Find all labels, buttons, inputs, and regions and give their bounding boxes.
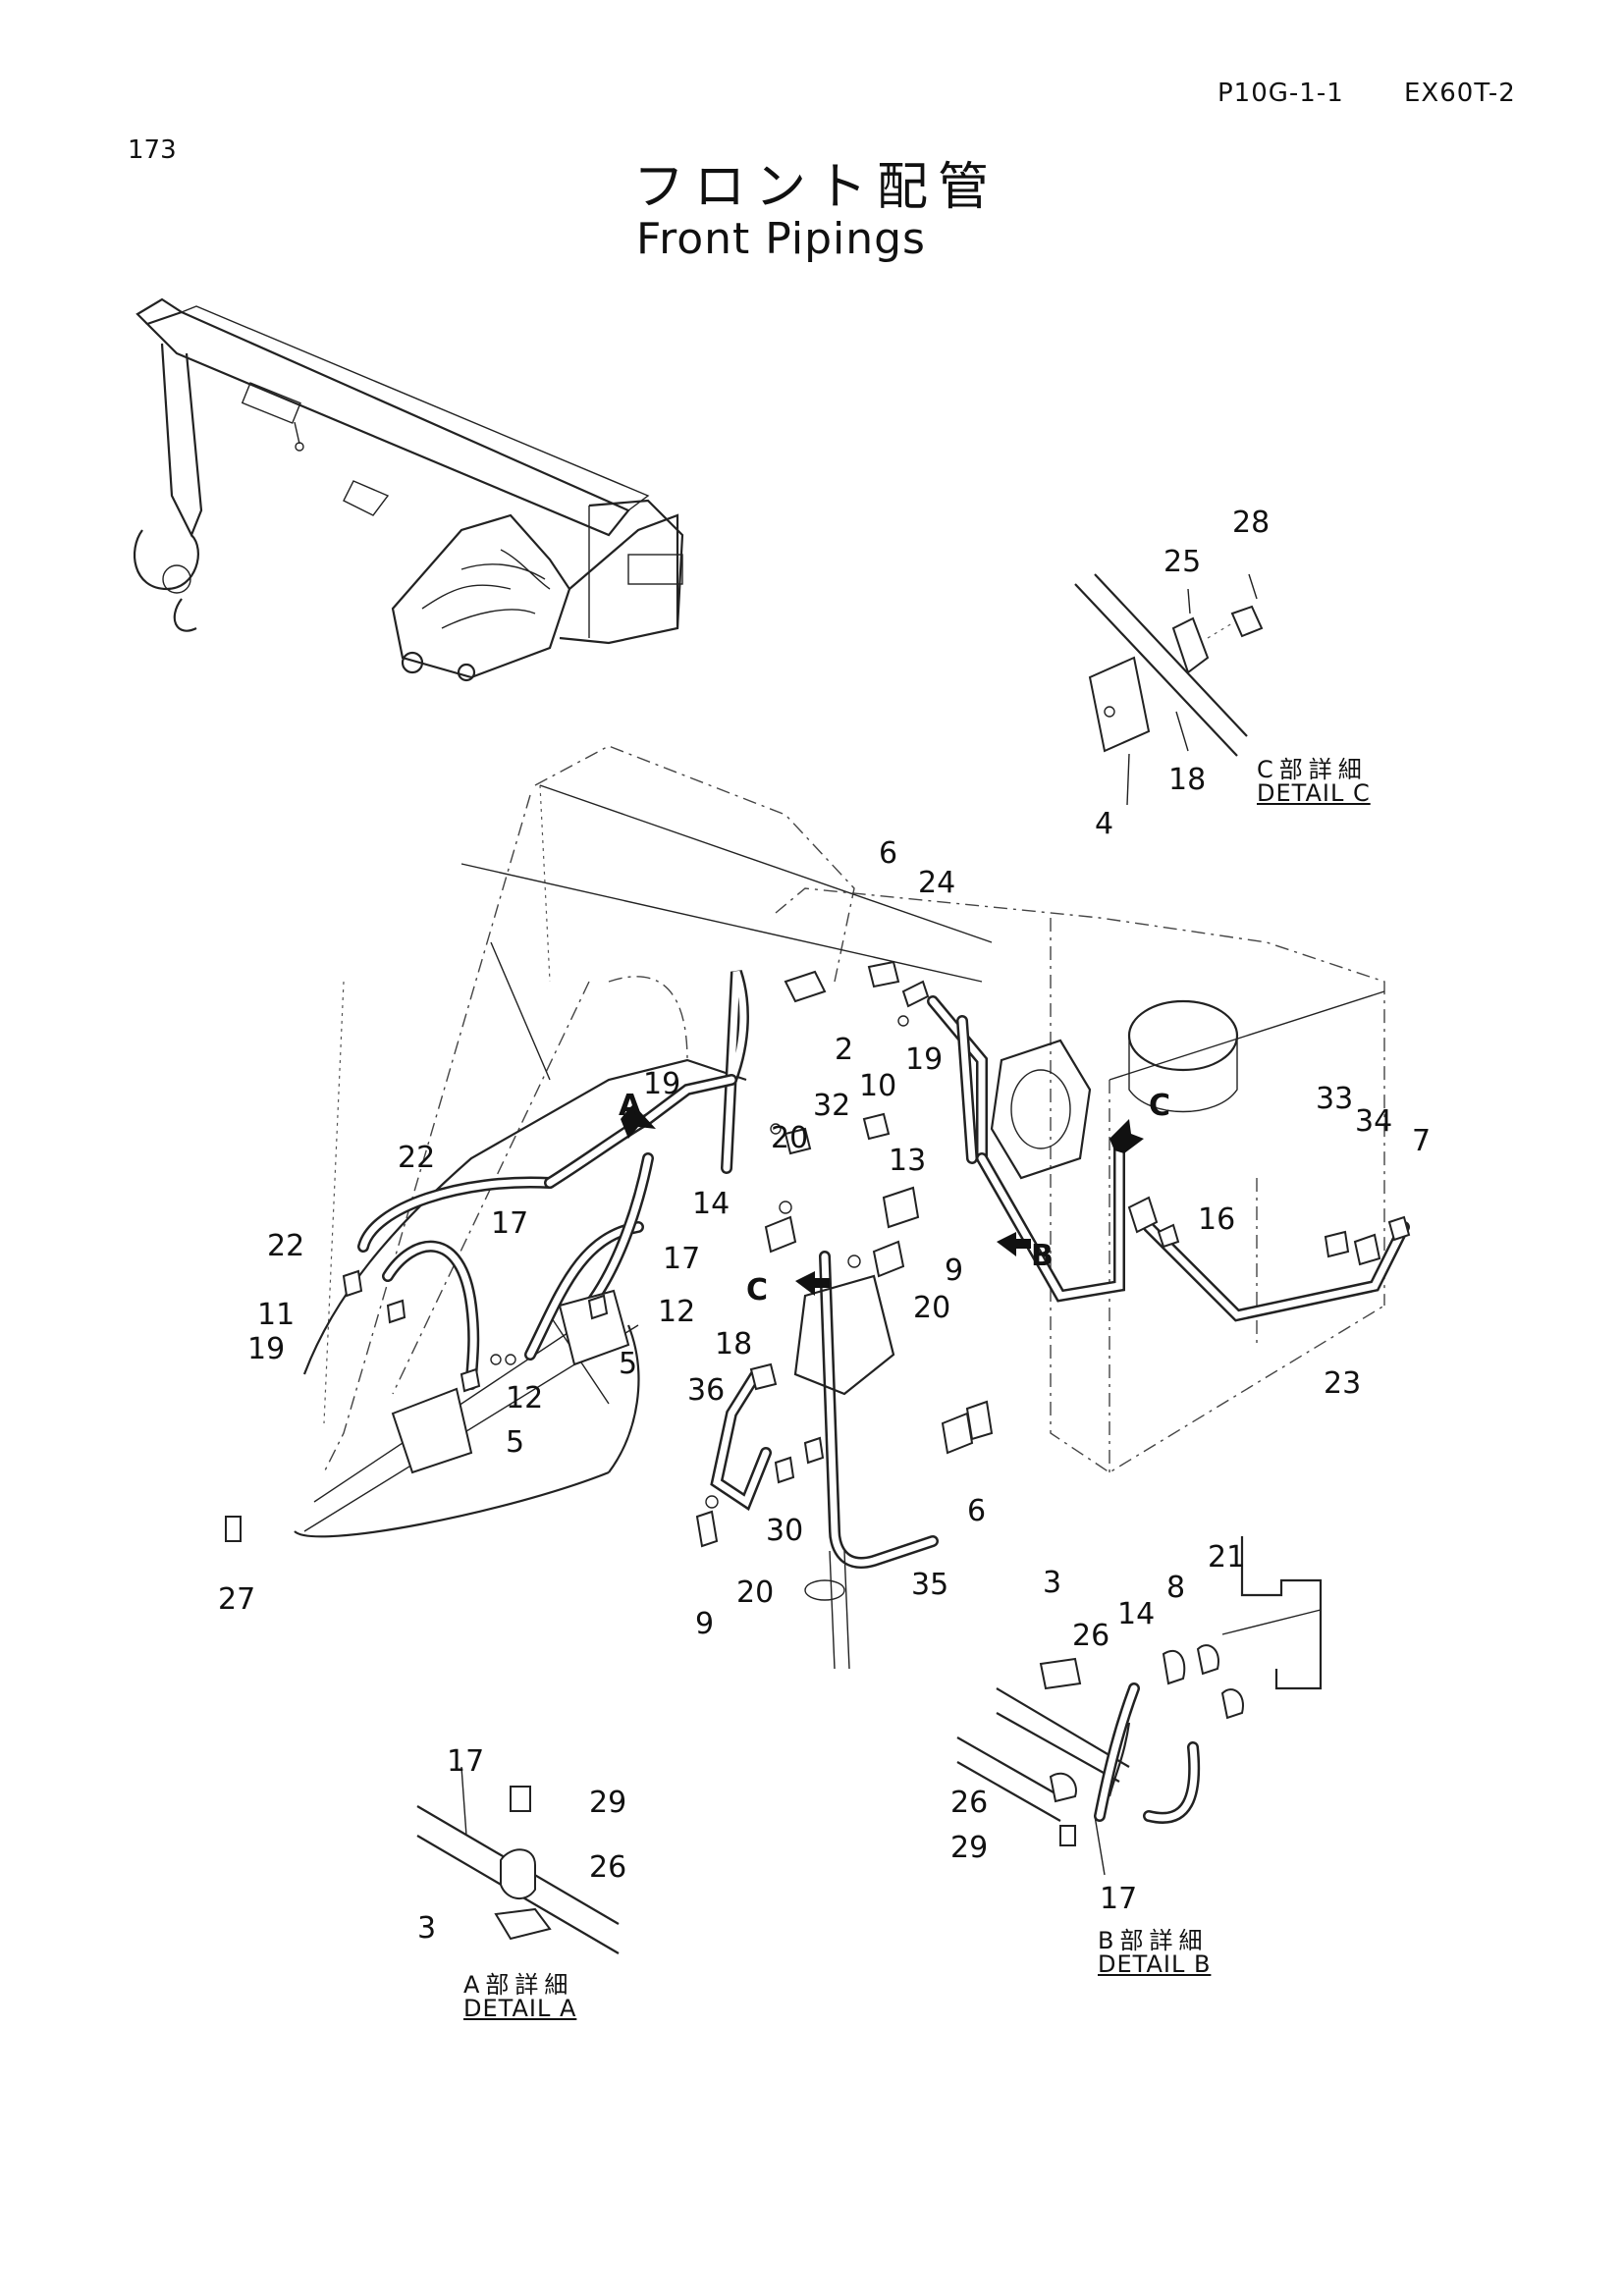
- callout-c: C: [1149, 1089, 1171, 1123]
- callout-17: 17: [491, 1206, 529, 1241]
- callout-4: 4: [1095, 807, 1114, 841]
- callout-24: 24: [918, 866, 956, 900]
- callout-7: 7: [1412, 1124, 1432, 1158]
- detail-a-english: DETAIL A: [463, 1995, 577, 2022]
- callout-26: 26: [950, 1786, 989, 1820]
- callout-10: 10: [859, 1069, 897, 1103]
- detail-c-drawing: [1074, 573, 1264, 806]
- detail-b-caption: B部詳細 DETAIL B: [1098, 1929, 1211, 1976]
- callout-19: 19: [247, 1332, 286, 1366]
- main-assembly-drawing: [225, 745, 1411, 1670]
- callout-6: 6: [967, 1494, 987, 1528]
- callout-25: 25: [1163, 545, 1202, 579]
- callout-29: 29: [589, 1786, 627, 1820]
- title-english: Front Pipings: [636, 214, 926, 264]
- callout-5: 5: [506, 1425, 525, 1460]
- callout-20: 20: [913, 1291, 951, 1325]
- callout-3: 3: [1043, 1566, 1062, 1600]
- callout-26: 26: [589, 1850, 627, 1885]
- callout-c: C: [746, 1273, 769, 1308]
- callout-18: 18: [1168, 763, 1207, 797]
- detail-a-drawing: [416, 1766, 620, 1954]
- callout-13: 13: [889, 1144, 927, 1178]
- callout-36: 36: [687, 1373, 726, 1408]
- detail-b-drawing: [956, 1536, 1323, 1876]
- detail-c-english: DETAIL C: [1257, 779, 1371, 807]
- callout-22: 22: [398, 1141, 436, 1175]
- detail-b-english: DETAIL B: [1098, 1950, 1212, 1978]
- callout-30: 30: [766, 1514, 804, 1548]
- detail-c-japanese: C部詳細: [1257, 756, 1368, 783]
- callout-14: 14: [692, 1187, 730, 1221]
- callout-35: 35: [911, 1568, 949, 1602]
- callout-14: 14: [1117, 1597, 1156, 1631]
- callout-16: 16: [1198, 1202, 1236, 1237]
- callout-28: 28: [1232, 506, 1271, 540]
- callout-32: 32: [813, 1089, 851, 1123]
- callout-17: 17: [447, 1744, 485, 1779]
- callout-17: 17: [1100, 1882, 1138, 1916]
- callout-a: A: [619, 1089, 642, 1123]
- model-code: EX60T-2: [1404, 79, 1516, 108]
- callout-b: B: [1031, 1239, 1054, 1273]
- callout-19: 19: [905, 1042, 944, 1077]
- callout-20: 20: [771, 1121, 809, 1155]
- callout-9: 9: [945, 1254, 964, 1288]
- callout-23: 23: [1324, 1366, 1362, 1401]
- callout-12: 12: [658, 1295, 696, 1329]
- detail-a-japanese: A部詳細: [463, 1971, 574, 1999]
- overview-machine-drawing: [133, 297, 684, 682]
- callout-6: 6: [879, 836, 898, 871]
- detail-c-caption: C部詳細 DETAIL C: [1257, 758, 1371, 805]
- callout-17: 17: [663, 1242, 701, 1276]
- page-number: 173: [128, 135, 177, 165]
- detail-b-japanese: B部詳細: [1098, 1927, 1209, 1954]
- callout-34: 34: [1355, 1104, 1393, 1139]
- callout-5: 5: [619, 1347, 638, 1381]
- callout-33: 33: [1316, 1082, 1354, 1116]
- callout-9: 9: [695, 1607, 715, 1641]
- callout-11: 11: [257, 1298, 296, 1332]
- callout-12: 12: [506, 1381, 544, 1415]
- callout-8: 8: [1166, 1571, 1186, 1605]
- drawing-code: P10G-1-1: [1217, 79, 1344, 108]
- callout-26: 26: [1072, 1619, 1110, 1653]
- callout-19: 19: [643, 1067, 681, 1101]
- detail-a-caption: A部詳細 DETAIL A: [463, 1973, 576, 2020]
- title-japanese: フロント配管: [633, 158, 1000, 217]
- callout-20: 20: [736, 1575, 775, 1610]
- callout-22: 22: [267, 1229, 305, 1263]
- callout-27: 27: [218, 1582, 256, 1617]
- callout-2: 2: [835, 1033, 854, 1067]
- callout-21: 21: [1208, 1540, 1246, 1575]
- callout-3: 3: [417, 1911, 437, 1946]
- callout-18: 18: [715, 1327, 753, 1362]
- callout-29: 29: [950, 1831, 989, 1865]
